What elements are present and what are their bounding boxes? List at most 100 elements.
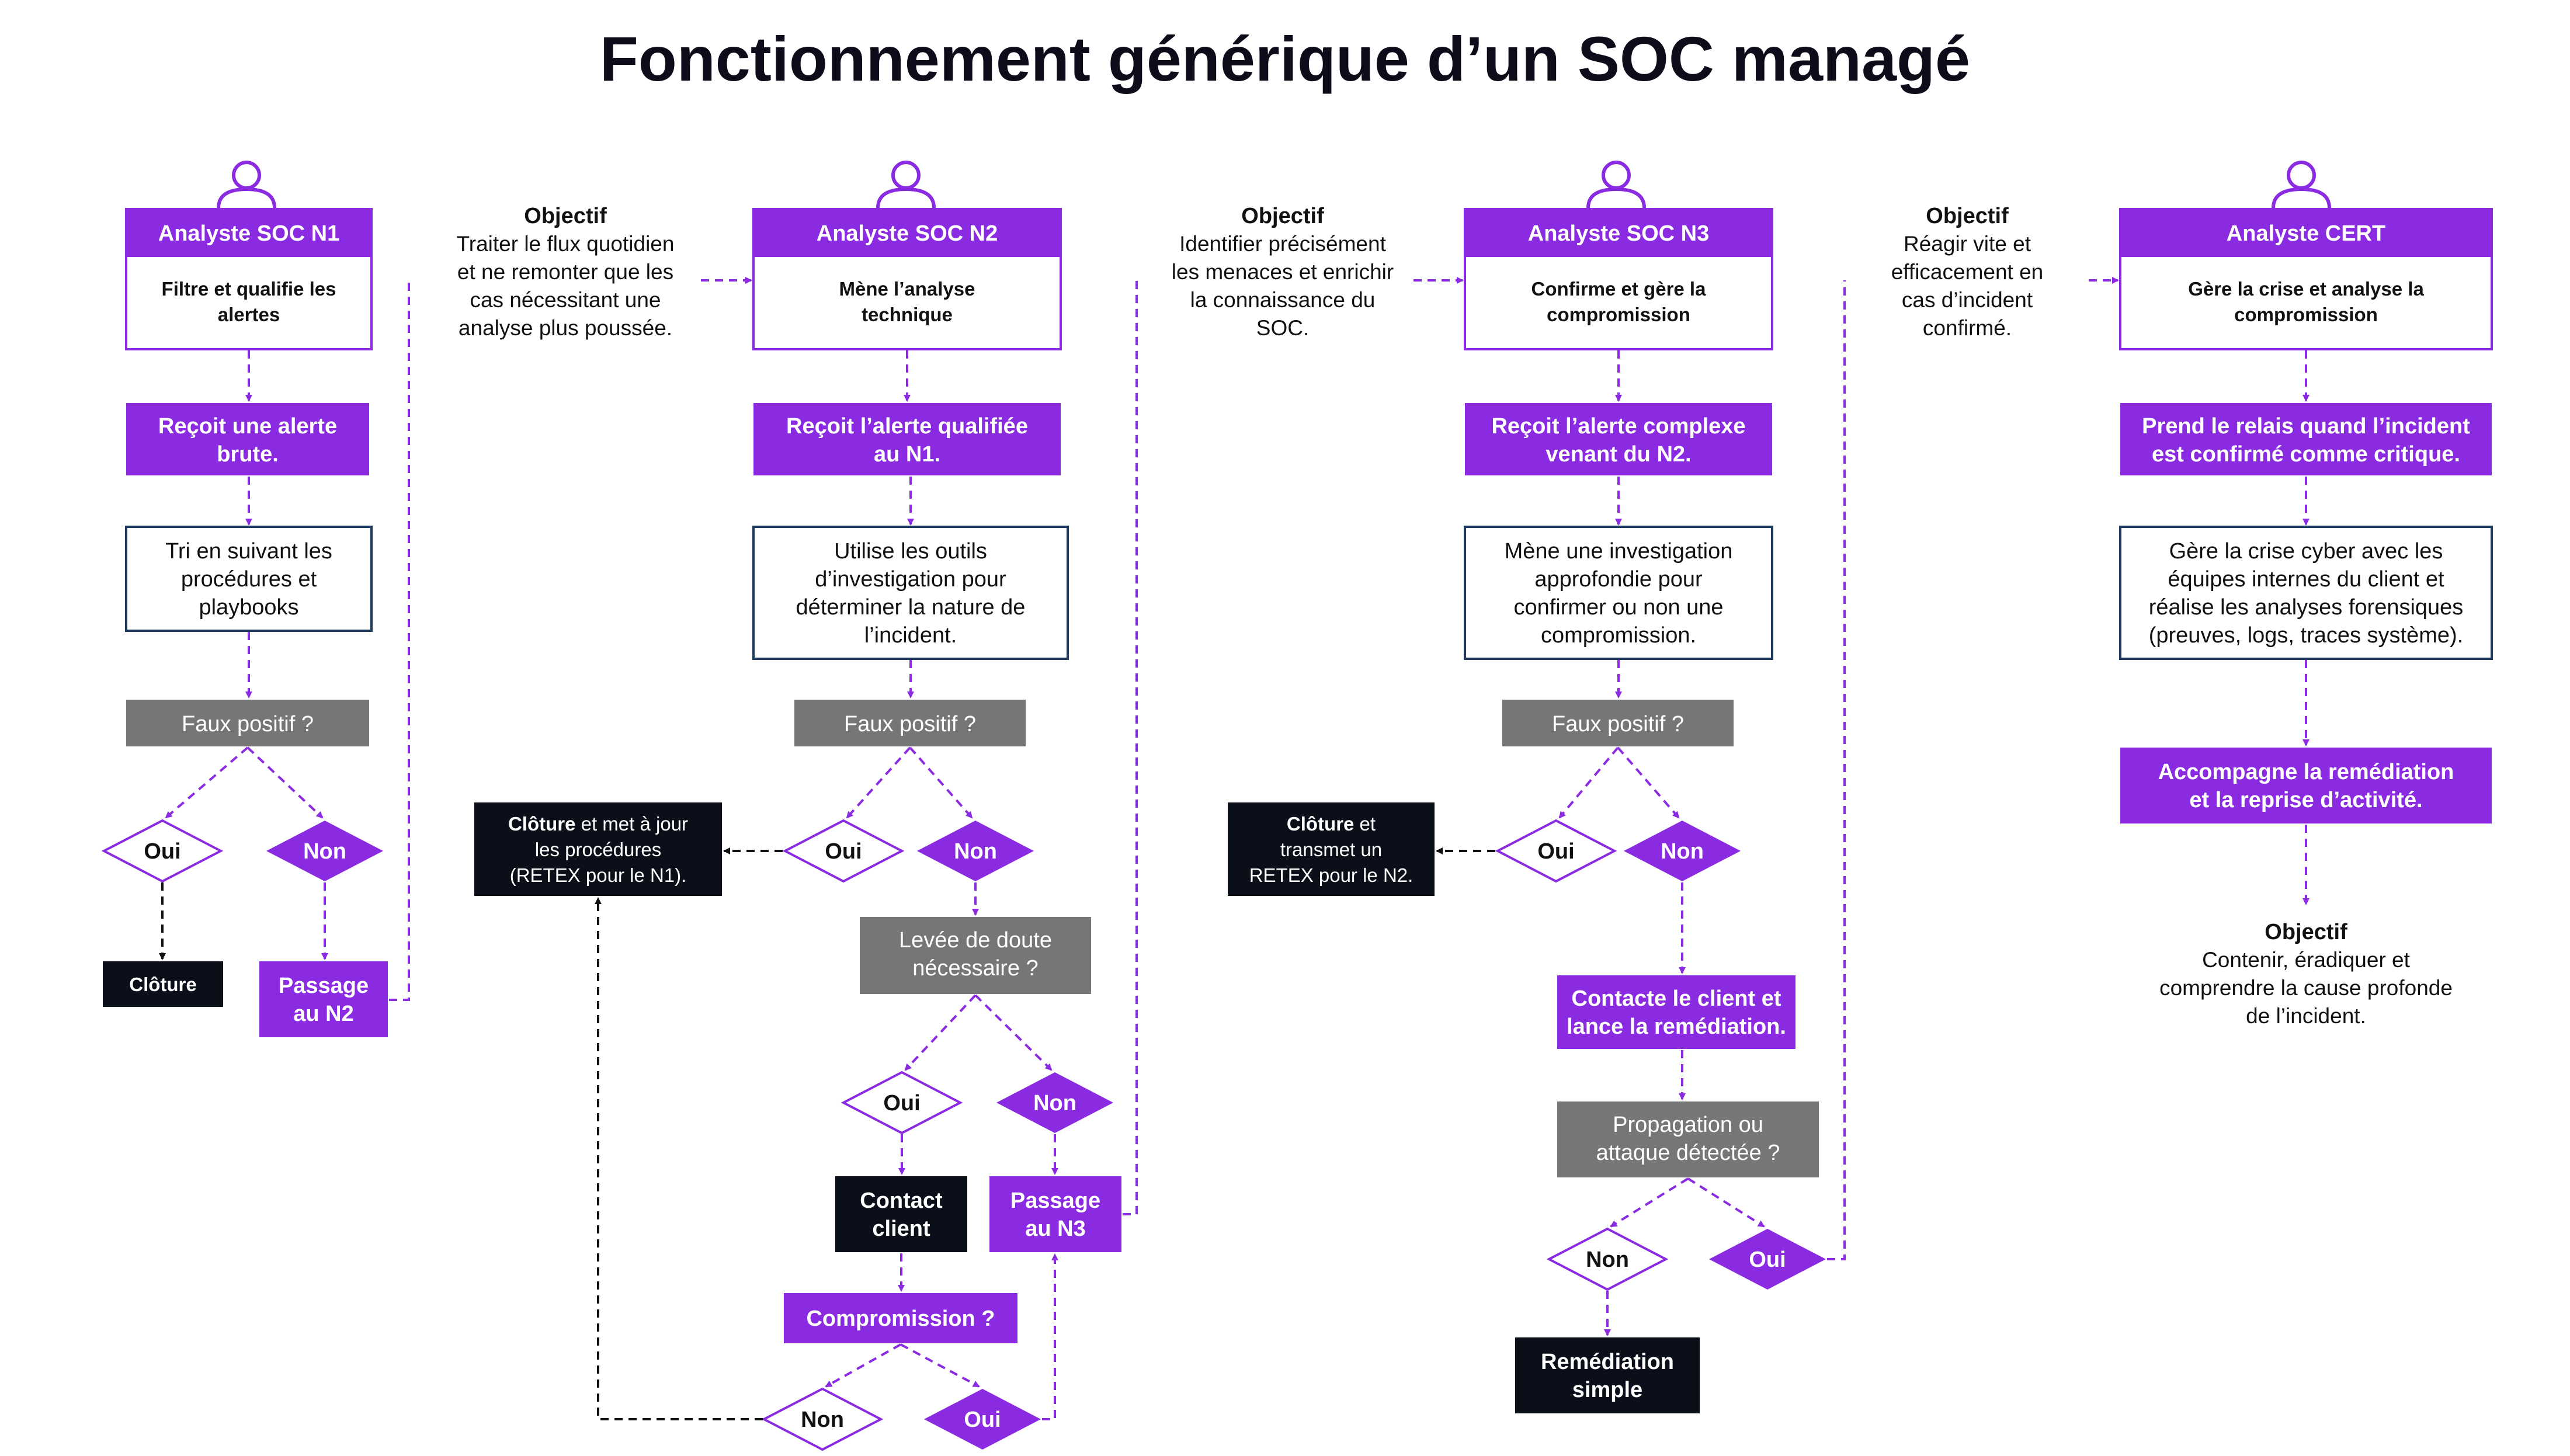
svg-text:Objectif: Objectif [524,204,607,228]
svg-text:(preuves, logs, traces système: (preuves, logs, traces système). [2149,623,2464,648]
decision-yes-n1: Oui [101,819,224,883]
svg-text:Prend le relais quand l’incide: Prend le relais quand l’incident [2142,414,2470,439]
svg-text:Gère la crise cyber avec les: Gère la crise cyber avec les [2169,539,2443,564]
person-icon [2272,161,2331,209]
svg-text:procédures et: procédures et [181,567,317,592]
svg-text:les menaces et enrichir: les menaces et enrichir [1172,260,1394,284]
arrow [1827,280,1846,1260]
svg-text:confirmé.: confirmé. [1923,316,2012,340]
step-remediation-cert: Accompagne la remédiation et la reprise … [2120,748,2492,823]
svg-text:Oui: Oui [144,839,180,864]
header-card-n1: Analyste SOC N1 Filtre et qualifie les a… [125,208,373,350]
result-close-n1: Clôture [103,961,223,1007]
svg-text:brute.: brute. [217,442,279,467]
svg-text:Faux positif ?: Faux positif ? [844,712,976,736]
header-subtitle: Filtre et qualifie les [162,278,336,300]
decision-yes-n2: Oui [782,819,905,883]
svg-text:(RETEX pour le N1).: (RETEX pour le N1). [510,864,687,886]
header-title: Analyste SOC N3 [1528,221,1709,246]
decision-yes-n3: Oui [1495,819,1617,883]
svg-text:Remédiation: Remédiation [1541,1350,1674,1374]
svg-text:technique: technique [862,304,953,325]
svg-text:confirmer ou non une: confirmer ou non une [1513,595,1723,620]
result-simple-remediation: Remédiation simple [1515,1337,1700,1413]
svg-text:Oui: Oui [883,1091,920,1116]
arrow [595,897,763,1420]
header-card-n3: Analyste SOC N3 Confirme et gère la comp… [1464,208,1773,350]
arrow [1042,1253,1058,1420]
arrow [974,994,1053,1071]
svg-text:analyse plus poussée.: analyse plus poussée. [459,316,672,340]
svg-text:Levée de doute: Levée de doute [899,928,1052,953]
arrow [389,280,410,1001]
svg-text:Contact: Contact [860,1189,943,1213]
svg-text:les procédures: les procédures [535,839,661,860]
svg-text:d’investigation pour: d’investigation pour [815,567,1006,592]
svg-text:et la reprise d’activité.: et la reprise d’activité. [2189,788,2422,812]
svg-text:Compromission ?: Compromission ? [806,1306,995,1331]
svg-text:est confirmé comme critique.: est confirmé comme critique. [2152,442,2460,467]
svg-text:lance la remédiation.: lance la remédiation. [1567,1014,1786,1039]
svg-text:Gère la crise et analyse la: Gère la crise et analyse la [2188,278,2424,300]
result-escalate-n3: Passage au N3 [989,1176,1121,1252]
svg-text:cas nécessitant une: cas nécessitant une [470,288,661,312]
svg-text:simple: simple [1572,1378,1642,1402]
svg-text:Traiter le flux quotidien: Traiter le flux quotidien [457,232,675,256]
svg-text:Oui: Oui [964,1408,1001,1432]
svg-text:Non: Non [801,1408,844,1432]
question-false-positive-n2: Faux positif ? [794,700,1026,746]
question-propagation-n3: Propagation ou attaque détectée ? [1557,1101,1819,1177]
svg-text:Clôture et: Clôture et [1287,813,1376,835]
svg-text:Confirme et gère la: Confirme et gère la [1531,278,1707,300]
decision-yes3-n2: Oui [924,1389,1041,1450]
arrow [900,1343,980,1388]
svg-text:Objectif: Objectif [2265,920,2347,944]
arrow [1558,746,1619,819]
question-compromission-n2: Compromission ? [784,1293,1017,1343]
svg-text:efficacement en: efficacement en [1891,260,2044,284]
page-title: Fonctionnement générique d’un SOC managé [600,23,1970,94]
svg-text:transmet un: transmet un [1280,839,1382,860]
decision-no-n1: Non [266,821,383,881]
objective-n2: Objectif Identifier précisément les mena… [1172,204,1394,340]
arrow [825,1343,901,1388]
step-take-over-cert: Prend le relais quand l’incident est con… [2120,403,2492,475]
svg-text:Oui: Oui [1749,1247,1786,1272]
svg-text:au N3: au N3 [1025,1217,1085,1241]
svg-text:Faux positif ?: Faux positif ? [182,712,314,736]
question-doubt-n2: Levée de doute nécessaire ? [860,917,1091,994]
arrow [1123,280,1138,1215]
svg-text:compromission: compromission [2234,304,2378,325]
header-title: Analyste SOC N1 [158,221,339,246]
svg-text:nécessaire ?: nécessaire ? [912,956,1038,981]
svg-text:Non: Non [1586,1247,1629,1272]
svg-text:équipes internes du client et: équipes internes du client et [2168,567,2444,592]
svg-text:Clôture et met à jour: Clôture et met à jour [508,813,688,835]
svg-text:approfondie pour: approfondie pour [1534,567,1703,592]
svg-text:Clôture: Clôture [129,974,197,995]
svg-text:et ne remonter que les: et ne remonter que les [457,260,673,284]
svg-text:Mène l’analyse: Mène l’analyse [839,278,975,300]
svg-text:Non: Non [1661,839,1704,864]
svg-text:Accompagne la remédiation: Accompagne la remédiation [2158,760,2454,784]
arrow [904,994,977,1071]
svg-text:Propagation ou: Propagation ou [1613,1113,1763,1137]
step-receive-alert-n2: Reçoit l’alerte qualifiée au N1. [753,403,1061,475]
step-crisis-cert: Gère la crise cyber avec les équipes int… [2119,526,2493,660]
svg-text:compromission: compromission [1547,304,1690,325]
svg-text:Contacte le client et: Contacte le client et [1572,986,1781,1011]
svg-text:de l’incident.: de l’incident. [2246,1004,2366,1028]
step-investigate-n3: Mène une investigation approfondie pour … [1464,526,1773,660]
result-close-retex-n2: Clôture et transmet un RETEX pour le N2. [1228,802,1435,896]
arrow [909,746,973,819]
question-false-positive-n3: Faux positif ? [1502,700,1734,746]
objective-n3: Objectif Réagir vite et efficacement en … [1891,204,2044,340]
decision-yes2-n3: Oui [1709,1229,1826,1290]
result-escalate-n2: Passage au N2 [259,961,388,1037]
svg-text:au N1.: au N1. [874,442,940,467]
svg-text:la connaissance du: la connaissance du [1190,288,1376,312]
arrow [246,746,324,819]
objective-cert: Objectif Contenir, éradiquer et comprend… [2159,920,2453,1028]
person-icon [876,161,936,209]
